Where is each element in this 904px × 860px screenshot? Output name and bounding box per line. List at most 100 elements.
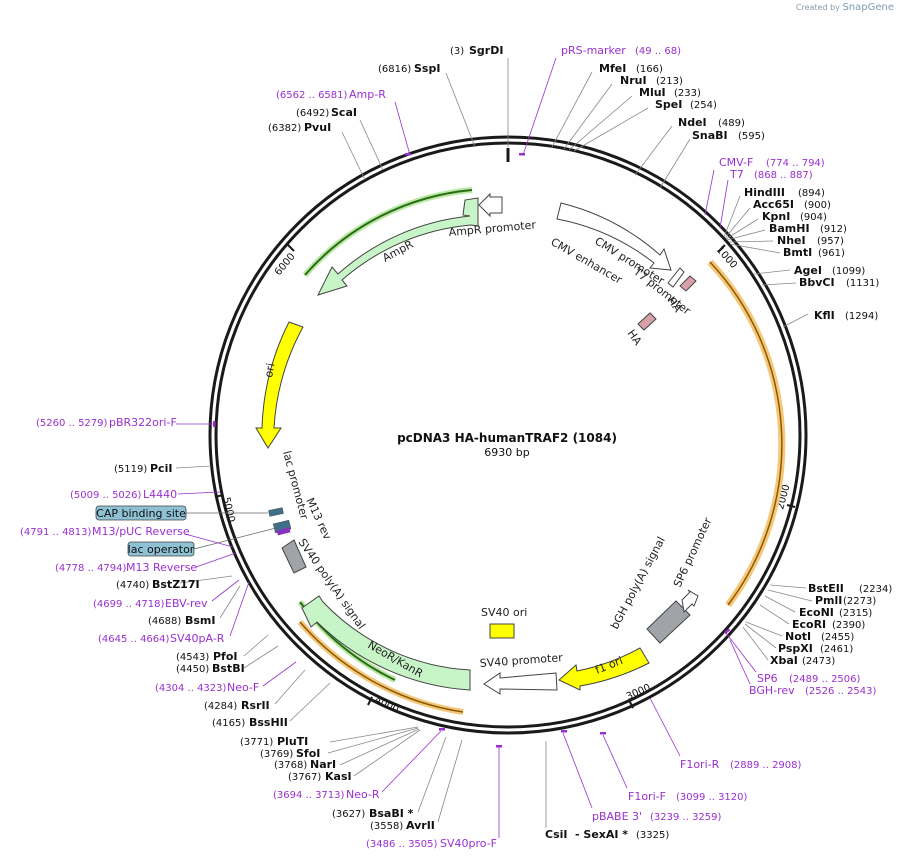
enzyme-bsabi: BsaBI * [369, 807, 414, 820]
enzyme-line [744, 623, 777, 649]
enzyme-line [417, 736, 447, 813]
t7-promoter-arrow [667, 267, 685, 288]
ori-arrow [255, 321, 304, 449]
sv40-promoter-arrow [483, 672, 558, 695]
primer-mark [496, 745, 502, 748]
enzyme-pos: (233) [674, 88, 701, 99]
primer-t7: T7 [729, 168, 744, 181]
traf2-orf-line [709, 261, 783, 606]
primer-pos: (3239 .. 3259) [650, 812, 722, 823]
ha-tag-1 [679, 275, 697, 292]
enzyme-pfoi: PfoI [213, 650, 238, 663]
primer-m13-reverse: M13 Reverse [126, 561, 197, 574]
enzyme-pos: (4688) [148, 616, 181, 627]
enzyme-pos: (3627) [332, 809, 365, 820]
enzyme-acc65i: Acc65I [753, 198, 794, 211]
enzyme-line [289, 682, 331, 722]
enzyme-pos: (595) [738, 131, 765, 142]
enzyme-pos: (4543) [176, 652, 209, 663]
enzyme-line [219, 585, 241, 619]
primer-pos: (5260 .. 5279) [36, 418, 108, 429]
enzyme-pos: (2473) [802, 656, 835, 667]
snapgene-watermark: Created by SnapGene [796, 2, 894, 13]
primer-bgh-rev: BGH-rev [749, 684, 795, 697]
enzyme-avrii: AvrII [406, 819, 435, 832]
enzyme-sfoi: SfoI [296, 747, 320, 760]
enzyme-line [753, 269, 791, 275]
primer-prs-marker: pRS-marker [561, 44, 626, 57]
primer-neo-f: Neo-F [227, 681, 259, 694]
enzyme-rsrii: RsrII [241, 699, 270, 712]
enzyme-pos: (213) [656, 76, 683, 87]
sv40-ori-label: SV40 ori [481, 606, 527, 619]
enzyme-econi: EcoNI [799, 606, 834, 619]
enzyme-nhei: NheI [777, 234, 806, 247]
enzyme-pos: (3558) [370, 821, 403, 832]
ha-tag-2 [637, 312, 657, 331]
enzyme-pos: (2273) [843, 596, 876, 607]
enzyme-line [437, 739, 463, 823]
enzyme-bmti: BmtI [783, 246, 812, 259]
enzyme-line [767, 589, 813, 602]
enzyme-pspxi: PspXI [778, 642, 813, 655]
enzyme-line [327, 727, 419, 754]
cap-binding-site-callout[interactable]: CAP binding site [95, 505, 268, 521]
enzyme-pos: (6492) [296, 108, 329, 119]
tick-5000 [214, 494, 224, 498]
enzyme-line [243, 645, 279, 669]
enzyme-line [353, 729, 421, 777]
enzyme-line [759, 604, 790, 625]
primer-line [229, 581, 250, 637]
tick-label-4000: 4000 [373, 695, 401, 716]
primer-line [602, 734, 628, 789]
plasmid-length: 6930 bp [484, 446, 529, 459]
enzyme-line [769, 584, 807, 589]
primer-pos: (6562 .. 6581) [276, 90, 348, 101]
primer-pos: (2526 .. 2543) [805, 686, 877, 697]
enzyme-mfei: MfeI [599, 62, 626, 75]
primer-pos: (2889 .. 2908) [730, 760, 802, 771]
enzyme-pos: (2234) [859, 584, 892, 595]
primer-pos: (3694 .. 3713) [273, 790, 345, 801]
ampr-arrow [317, 197, 479, 296]
neo-kanr-arrow [301, 595, 471, 691]
enzyme-pos: (4740) [116, 580, 149, 591]
lac-operator-callout[interactable]: lac operator [127, 527, 277, 557]
enzyme-bstz17i: BstZ17I [152, 578, 200, 591]
coordinate-ticks: 1000 2000 3000 4000 5000 6000 [214, 244, 796, 716]
lac-operator-label: lac operator [128, 543, 195, 556]
primer-pbr322ori-f: pBR322ori-F [109, 416, 177, 429]
enzyme-pos: (2315) [839, 608, 872, 619]
enzyme-pos: (6816) [378, 64, 411, 75]
primer-line [649, 697, 681, 757]
snapgene-brand: SnapGene [842, 2, 894, 13]
enzyme-ecori: EcoRI [792, 618, 826, 631]
enzyme-line [725, 218, 759, 240]
primer-line [184, 533, 234, 548]
primer-line [381, 730, 442, 793]
enzyme-sexai: - SexAI * [575, 828, 628, 841]
enzyme-mlui: MluI [639, 86, 666, 99]
enzyme-line [634, 125, 673, 176]
enzyme-noti: NotI [785, 630, 811, 643]
primer-pos: (868 .. 887) [754, 170, 813, 181]
primer-line [725, 632, 757, 673]
enzyme-line [724, 207, 751, 239]
enzyme-line [745, 621, 783, 637]
enzyme-pos: (961) [818, 248, 845, 259]
enzyme-bamhi: BamHI [769, 222, 810, 235]
enzyme-pos: (1099) [832, 266, 865, 277]
ha-label-2: HA [625, 327, 645, 348]
primer-line [195, 552, 237, 568]
enzyme-pos: (166) [636, 64, 663, 75]
enzyme-pos: (2455) [821, 632, 854, 643]
enzyme-bsteii: BstEII [808, 582, 844, 595]
enzyme-ndei: NdeI [678, 116, 707, 129]
primer-f1ori-r: F1ori-R [680, 758, 720, 771]
primer-pos: (2489 .. 2506) [789, 674, 861, 685]
enzyme-bstbi: BstBI [212, 662, 245, 675]
cap-callout-label: CAP binding site [96, 507, 186, 520]
enzyme-line [742, 626, 769, 661]
enzyme-pos: (5119) [114, 464, 147, 475]
